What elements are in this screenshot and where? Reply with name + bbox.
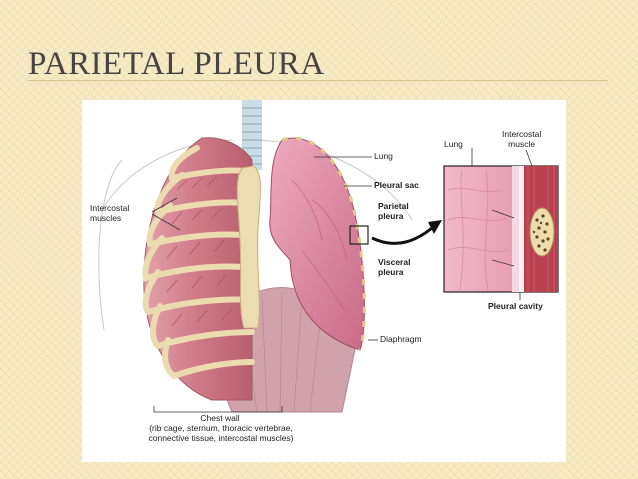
pleura-illustration <box>82 100 566 462</box>
title-underline <box>28 80 608 81</box>
label-parietal-pleura: Parietal pleura <box>378 202 409 221</box>
rib-cage <box>144 138 252 400</box>
magnify-arrow <box>372 228 432 243</box>
label-pleural-sac: Pleural sac <box>374 181 419 191</box>
label-pleural-cavity: Pleural cavity <box>488 302 543 312</box>
label-inset-lung: Lung <box>444 140 463 150</box>
label-chest-wall-detail: (rib cage, sternum, thoracic vertebrae, … <box>106 424 336 443</box>
label-intercostal-muscle: Intercostal muscle <box>502 130 541 149</box>
anatomy-figure: Intercostal muscles Lung Pleural sac Par… <box>82 100 566 462</box>
slide-title: PARIETAL PLEURA <box>28 46 325 83</box>
label-lung: Lung <box>374 152 393 162</box>
label-visceral-pleura: Visceral pleura <box>378 258 410 277</box>
label-intercostal-muscles: Intercostal muscles <box>90 204 129 223</box>
inset-detail <box>444 166 558 292</box>
label-diaphragm: Diaphragm <box>380 335 422 345</box>
sternum <box>237 166 260 328</box>
